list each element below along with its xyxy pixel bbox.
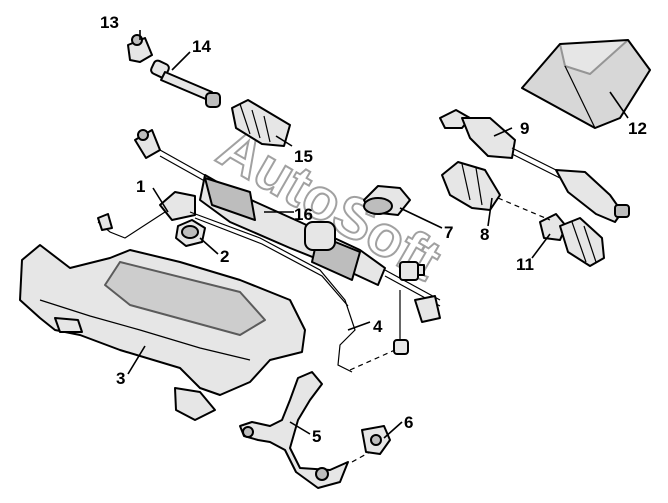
part-4-stabilizer-bar bbox=[189, 211, 356, 373]
part-5-control-arm bbox=[239, 371, 349, 489]
callout-16: 16 bbox=[294, 205, 313, 224]
part-12-cover bbox=[521, 39, 651, 129]
part-7-mount bbox=[363, 185, 411, 216]
link-dash-line bbox=[349, 349, 396, 371]
callout-2: 2 bbox=[220, 247, 229, 266]
callout-12: 12 bbox=[628, 119, 647, 138]
callout-5: 5 bbox=[312, 427, 321, 446]
stabilizer-link bbox=[393, 261, 419, 355]
part-5-6-dash-line bbox=[351, 451, 371, 463]
callout-13: 13 bbox=[100, 13, 119, 32]
part-3-subframe bbox=[19, 244, 306, 421]
callout-14: 14 bbox=[192, 37, 211, 56]
callout-7: 7 bbox=[444, 223, 453, 242]
part-8-11-dash-line bbox=[497, 197, 551, 221]
callout-8: 8 bbox=[480, 225, 489, 244]
leader-lines bbox=[127, 30, 629, 439]
part-11-cv-joint bbox=[539, 213, 605, 267]
callout-4: 4 bbox=[373, 317, 383, 336]
callout-6: 6 bbox=[404, 413, 413, 432]
callout-11: 11 bbox=[516, 255, 534, 274]
part-14-inner-tie-rod bbox=[150, 59, 221, 108]
callout-1: 1 bbox=[136, 177, 145, 196]
callout-15: 15 bbox=[294, 147, 313, 166]
callout-3: 3 bbox=[116, 369, 125, 388]
part-1-stabilizer-mount bbox=[97, 191, 196, 239]
callout-9: 9 bbox=[520, 119, 529, 138]
part-2-bushing bbox=[175, 219, 206, 247]
part-6-ball-joint bbox=[361, 425, 391, 455]
part-8-boot bbox=[441, 161, 501, 211]
part-13-tie-rod-end bbox=[127, 34, 153, 63]
part-9-drive-shaft bbox=[439, 109, 630, 223]
part-15-boot bbox=[231, 99, 291, 147]
